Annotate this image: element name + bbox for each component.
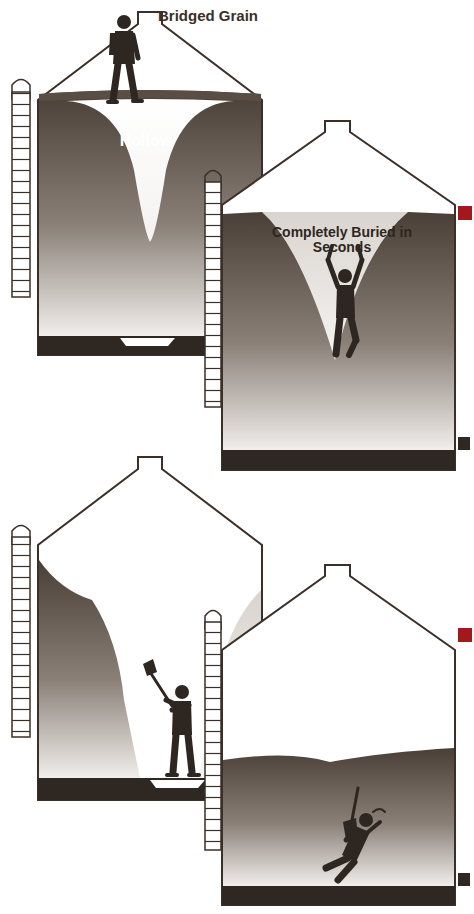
person-standing bbox=[108, 15, 142, 102]
ladder bbox=[205, 611, 221, 851]
grain-wall bbox=[39, 560, 140, 778]
grain bbox=[223, 748, 454, 886]
grain bbox=[223, 212, 454, 450]
floor bbox=[222, 886, 455, 905]
person-engulfed bbox=[328, 246, 362, 355]
floor bbox=[222, 450, 455, 470]
outlet bbox=[458, 873, 470, 886]
silo-outline bbox=[222, 121, 455, 470]
ladder bbox=[12, 80, 30, 298]
region-label: Hollow bbox=[96, 132, 196, 150]
grain-crust bbox=[39, 90, 261, 101]
person-shoveling bbox=[143, 659, 199, 775]
ladder bbox=[205, 171, 221, 408]
outlet bbox=[458, 437, 470, 450]
silo-outline bbox=[222, 565, 455, 905]
warning-marker bbox=[458, 628, 472, 642]
warning-marker bbox=[458, 206, 472, 220]
callout-label: Bridged Grain bbox=[158, 8, 288, 25]
ladder bbox=[12, 526, 30, 738]
callout-label: Completely Buried in Seconds bbox=[262, 225, 422, 256]
person-falling bbox=[326, 788, 385, 880]
